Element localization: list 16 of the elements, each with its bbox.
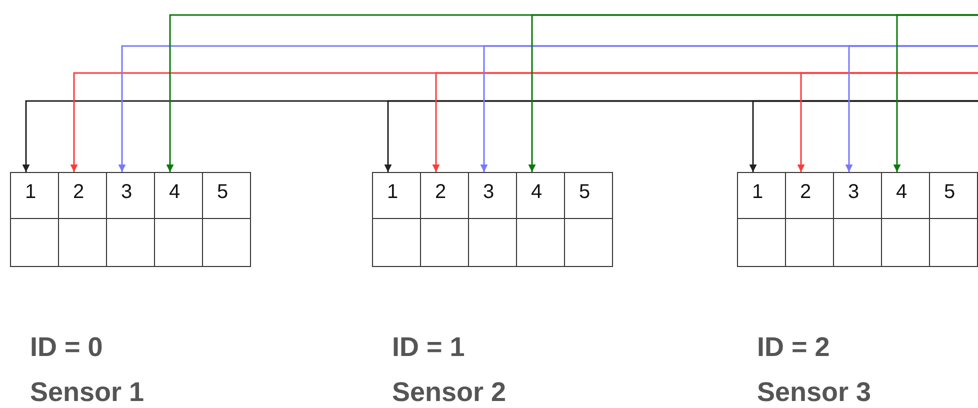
header-cell: 5 — [202, 172, 251, 219]
arrow — [845, 45, 978, 172]
header-cell: 1 — [372, 172, 421, 219]
arrow — [797, 72, 978, 172]
arrow — [893, 14, 978, 172]
header-cell: 1 — [10, 172, 59, 219]
sensor-name: Sensor 2 — [392, 377, 506, 408]
header-cell: 5 — [929, 172, 978, 219]
header-cell: 1 — [737, 172, 786, 219]
id-label: ID = 2 — [757, 332, 830, 363]
id-label: ID = 1 — [392, 332, 465, 363]
id-label: ID = 0 — [30, 332, 103, 363]
header-cell: 5 — [564, 172, 613, 219]
sensor-name: Sensor 1 — [30, 377, 144, 408]
arrow — [749, 100, 978, 172]
sensor-name: Sensor 3 — [757, 377, 872, 408]
